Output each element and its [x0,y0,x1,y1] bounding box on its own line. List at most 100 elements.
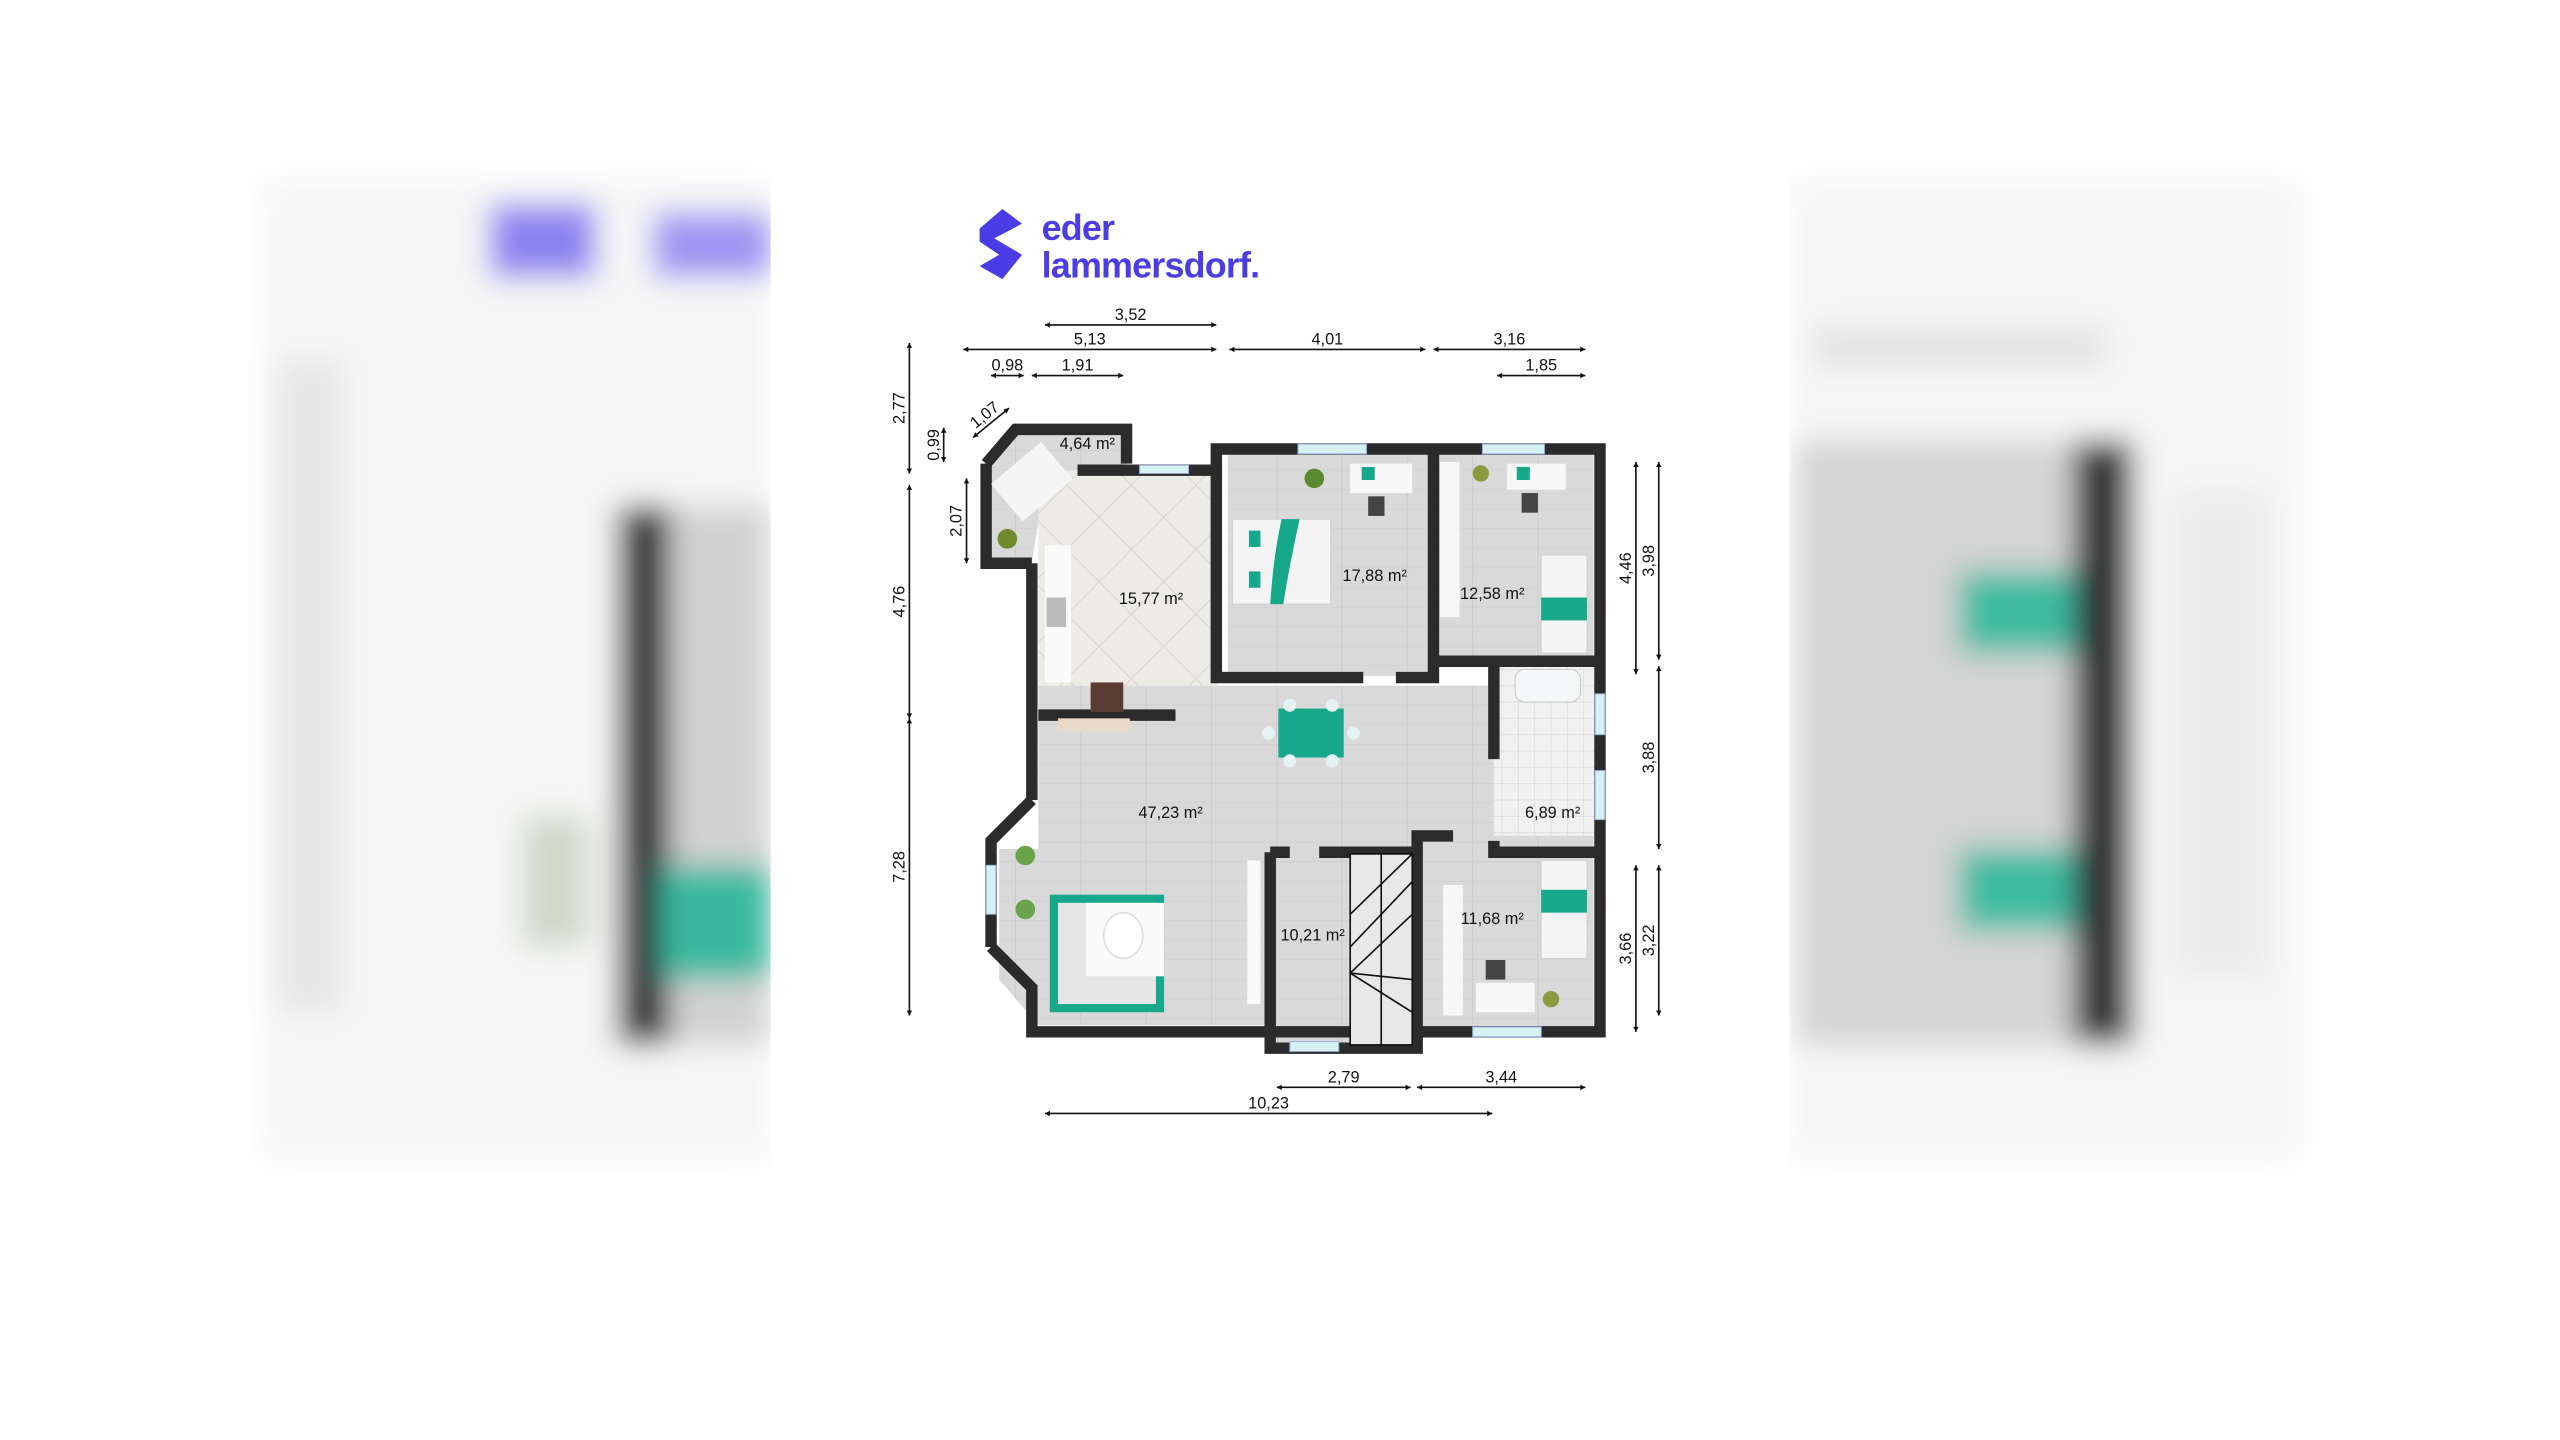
dimension-label: 3,44 [1485,1068,1517,1086]
dimension-label: 4,46 [1617,552,1635,584]
arrowhead-icon [1633,669,1639,675]
dimension-label: 5,13 [1074,330,1106,348]
arrowhead-icon [1211,322,1217,328]
dimension-11: 4,76 [890,484,913,719]
arrowhead-icon [1018,372,1024,379]
dimension-9: 0,99 [925,427,947,463]
dimension-label: 7,28 [890,851,908,883]
dimension-1: 5,13 [963,330,1217,353]
dimension-label: 3,22 [1640,925,1658,957]
arrowhead-icon [1633,462,1639,468]
dimension-label: 2,79 [1328,1068,1360,1086]
dimension-label: 4,76 [890,586,908,618]
arrowhead-icon [1497,372,1503,379]
arrowhead-icon [906,718,913,724]
dimension-17: 3,22 [1640,865,1662,1016]
room-area-living-dining: 47,23 m² [1138,804,1203,822]
blurred-background-left [261,179,771,1160]
dimension-4: 0,98 [991,357,1024,379]
dimension-3: 3,16 [1433,330,1586,353]
logo-line-2: lammersdorf. [1042,245,1260,286]
arrowhead-icon [940,427,947,433]
blurred-background-right [1789,179,2303,1160]
arrowhead-icon [1656,654,1662,660]
logo-line-1: eder [1042,207,1115,248]
dimension-label: 2,77 [890,392,908,424]
arrowhead-icon [963,346,969,353]
arrowhead-icon [1656,865,1662,871]
dimension-20: 10,23 [1044,1095,1493,1117]
arrowhead-icon [963,558,970,564]
dimension-12: 7,28 [890,718,913,1016]
arrowhead-icon [1229,346,1235,353]
dimension-line [972,407,1010,439]
arrowhead-icon [963,478,970,484]
arrowhead-icon [906,342,913,348]
plant-icon [1304,468,1325,489]
eder-lammersdorf-logo: eder lammersdorf. [979,207,1260,286]
dimension-label: 2,07 [948,505,966,537]
dimension-0: 3,52 [1044,306,1217,328]
arrowhead-icon [906,713,913,719]
arrowhead-icon [1580,372,1586,379]
dimension-label: 3,16 [1494,330,1526,348]
arrowhead-icon [906,1010,913,1016]
arrowhead-icon [1211,346,1217,353]
dimension-label: 1,91 [1062,357,1094,375]
dimension-label: 0,99 [925,429,943,461]
dimension-19: 3,44 [1417,1068,1586,1091]
arrowhead-icon [991,372,997,379]
dimension-label: 3,98 [1640,545,1658,577]
arrowhead-icon [906,484,913,490]
dimension-label: 3,88 [1640,742,1658,774]
arrowhead-icon [1656,666,1662,672]
arrowhead-icon [1276,1084,1282,1091]
room-area-kitchen: 15,77 m² [1119,590,1184,608]
dimension-15: 3,88 [1640,666,1662,849]
arrowhead-icon [1433,346,1439,353]
dimension-10: 2,07 [948,478,970,564]
furniture [991,441,1588,1046]
room-area-balcony: 4,64 m² [1060,435,1116,453]
dimension-8: 2,77 [890,342,913,474]
arrowhead-icon [1118,372,1124,379]
arrowhead-icon [1044,322,1050,328]
room-area-bathroom: 6,89 m² [1525,804,1581,822]
room-area-bedroom-2: 12,58 m² [1460,585,1525,603]
dining-table [1278,708,1344,758]
arrowhead-icon [1633,1026,1639,1032]
dimension-2: 4,01 [1229,330,1426,353]
arrowhead-icon [1417,1084,1423,1091]
arrowhead-icon [940,457,947,463]
arrowhead-icon [1656,1010,1662,1016]
room-area-hallway-stairs: 10,21 m² [1280,926,1345,944]
dimension-label: 3,52 [1115,306,1147,324]
desk [1350,463,1413,494]
dimension-18: 2,79 [1276,1068,1411,1091]
staircase [1349,853,1414,1046]
arrowhead-icon [1656,462,1662,468]
logo-mark-icon [979,208,1023,280]
arrowhead-icon [1580,1084,1586,1091]
arrowhead-icon [1003,408,1009,414]
dimension-14: 3,98 [1640,462,1662,660]
dimension-label: 1,85 [1525,357,1557,375]
walls [980,423,1606,1054]
arrowhead-icon [1487,1110,1493,1117]
arrowhead-icon [1580,346,1586,353]
room-area-bedroom-1: 17,88 m² [1343,567,1408,585]
arrowhead-icon [1031,372,1037,379]
arrowhead-icon [1420,346,1426,353]
dimension-6: 1,85 [1497,357,1586,379]
room-area-bedroom-3: 11,68 m² [1461,910,1525,928]
dimension-16: 3,66 [1617,865,1639,1032]
arrowhead-icon [1405,1084,1411,1091]
arrowhead-icon [1656,843,1662,849]
dimension-label: 4,01 [1311,330,1343,348]
arrowhead-icon [1633,865,1639,871]
room-labels: 4,64 m² 15,77 m² 17,88 m² 12,58 m² 47,23 m² 6… [1060,435,1581,944]
dimension-label: 0,98 [991,357,1023,375]
windows [985,443,1606,1052]
